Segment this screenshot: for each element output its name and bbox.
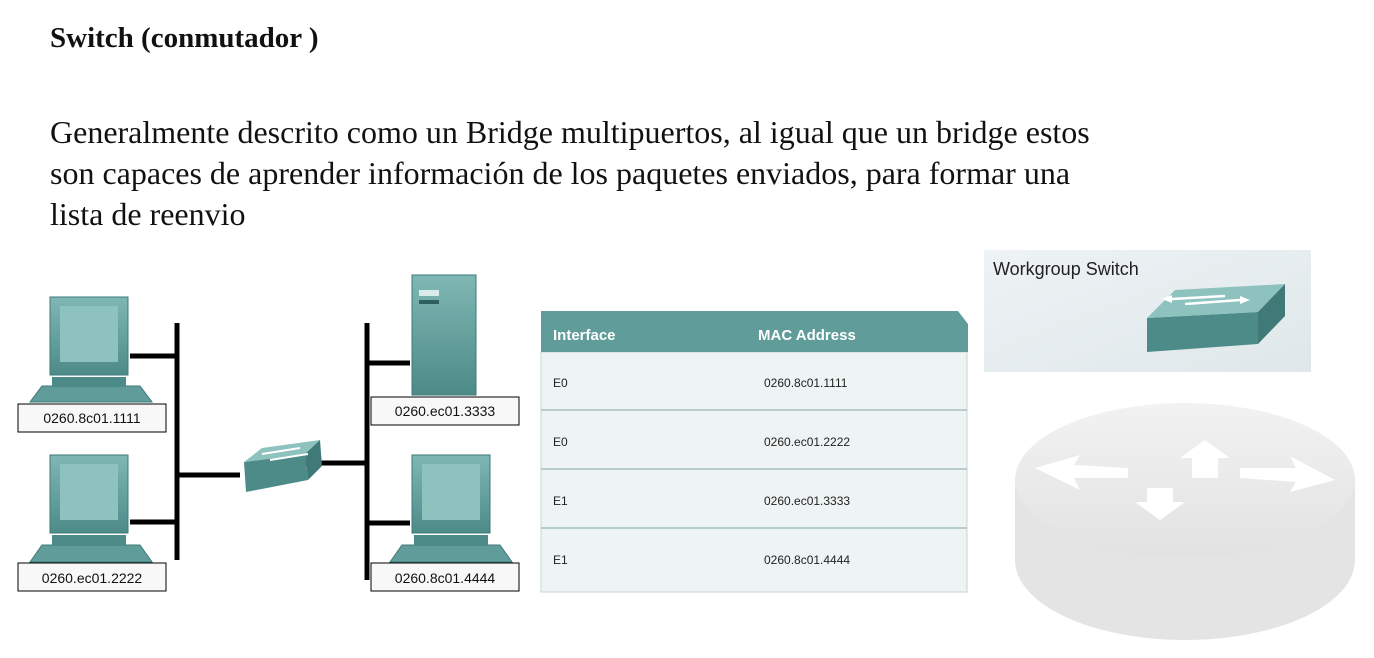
description-line-3: lista de reenvio — [50, 196, 246, 232]
row-mac: 0260.8c01.1111 — [764, 376, 848, 390]
description-line-1: Generalmente descrito como un Bridge mul… — [50, 114, 1090, 150]
slide-title: Switch (conmutador ) — [50, 22, 319, 54]
server-icon — [411, 274, 477, 396]
host-mac-label: 0260.8c01.4444 — [395, 570, 496, 586]
host-mac-label: 0260.ec01.2222 — [42, 570, 143, 586]
table-row: E0 0260.ec01.2222 — [553, 435, 850, 449]
workgroup-switch-label: Workgroup Switch — [993, 259, 1139, 279]
description-line-2: son capaces de aprender información de l… — [50, 155, 1071, 191]
host-label: 0260.8c01.4444 — [370, 562, 520, 592]
table-header-interface: Interface — [553, 327, 616, 344]
row-interface: E1 — [553, 553, 568, 567]
network-cabling — [130, 323, 410, 580]
slide-description: Generalmente descrito como un Bridge mul… — [50, 112, 1310, 235]
workgroup-switch-panel: Workgroup Switch — [984, 250, 1311, 372]
pc-icon — [29, 454, 153, 563]
row-mac: 0260.ec01.2222 — [764, 435, 850, 449]
row-interface: E1 — [553, 494, 568, 508]
row-interface: E0 — [553, 376, 568, 390]
pc-icon — [389, 454, 513, 563]
host-label: 0260.ec01.3333 — [370, 396, 520, 426]
switch-icon — [244, 440, 322, 492]
table-row: E1 0260.8c01.4444 — [553, 553, 850, 567]
row-interface: E0 — [553, 435, 568, 449]
row-mac: 0260.ec01.3333 — [764, 494, 850, 508]
table-row: E0 0260.8c01.1111 — [553, 376, 848, 390]
host-label: 0260.8c01.1111 — [17, 403, 167, 433]
table-header-mac: MAC Address — [758, 327, 856, 344]
host-mac-label: 0260.8c01.1111 — [43, 410, 141, 426]
pc-icon — [29, 296, 153, 403]
router-icon — [1015, 403, 1355, 640]
table-row: E1 0260.ec01.3333 — [553, 494, 850, 508]
row-mac: 0260.8c01.4444 — [764, 553, 850, 567]
host-mac-label: 0260.ec01.3333 — [395, 403, 496, 419]
host-label: 0260.ec01.2222 — [17, 562, 167, 592]
workgroup-switch-icon — [1147, 284, 1285, 352]
table-header-bar — [541, 311, 968, 352]
mac-address-table: Interface MAC Address E0 0260.8c01.1111 … — [540, 311, 968, 593]
